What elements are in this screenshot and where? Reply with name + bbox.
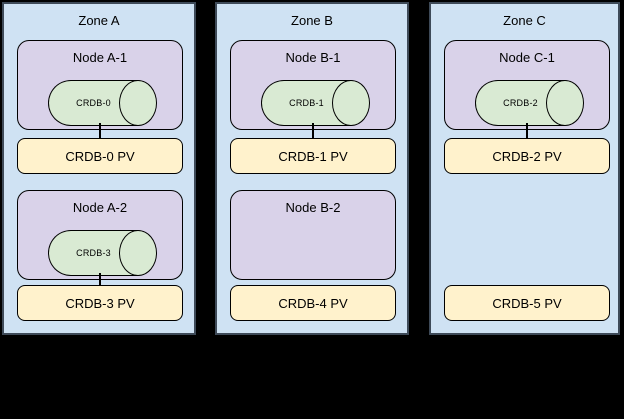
zone-b-label: Zone B [291, 13, 333, 28]
cylinder-cap [546, 80, 584, 126]
node-a-1: Node A-1 CRDB-0 [17, 40, 183, 130]
node-b-1-label: Node B-1 [285, 50, 341, 65]
zone-c: Zone C Node C-1 CRDB-2 CRDB-2 PV CRDB-5 … [429, 2, 620, 335]
pv-crdb-5: CRDB-5 PV [444, 285, 610, 321]
pv-crdb-1: CRDB-1 PV [230, 138, 396, 174]
pv-crdb-5-label: CRDB-5 PV [492, 295, 562, 311]
crdb-2-pod-cylinder: CRDB-2 [475, 80, 584, 126]
node-c-1: Node C-1 CRDB-2 [444, 40, 610, 130]
node-a-2-label: Node A-2 [72, 200, 128, 215]
pv-crdb-4-label: CRDB-4 PV [278, 295, 348, 311]
crdb-1-pod-cylinder: CRDB-1 [261, 80, 370, 126]
connector-crdb-0 [99, 123, 101, 139]
crdb-3-pod-cylinder: CRDB-3 [48, 230, 157, 276]
zone-c-label: Zone C [503, 13, 546, 28]
connector-crdb-1 [312, 123, 314, 139]
node-a-1-label: Node A-1 [72, 50, 128, 65]
node-b-2-label: Node B-2 [285, 200, 341, 215]
node-b-1: Node B-1 CRDB-1 [230, 40, 396, 130]
pv-crdb-4: CRDB-4 PV [230, 285, 396, 321]
crdb-0-pod-label: CRDB-0 [76, 98, 111, 108]
crdb-1-pod-label: CRDB-1 [289, 98, 324, 108]
node-b-2: Node B-2 [230, 190, 396, 280]
pv-crdb-3-label: CRDB-3 PV [65, 295, 135, 311]
pv-crdb-2-label: CRDB-2 PV [492, 148, 562, 164]
pv-crdb-1-label: CRDB-1 PV [278, 148, 348, 164]
cylinder-cap [332, 80, 370, 126]
crdb-3-pod-label: CRDB-3 [76, 248, 111, 258]
cylinder-cap [119, 80, 157, 126]
crdb-2-pod-label: CRDB-2 [503, 98, 538, 108]
pv-crdb-0: CRDB-0 PV [17, 138, 183, 174]
pv-crdb-3: CRDB-3 PV [17, 285, 183, 321]
pv-crdb-2: CRDB-2 PV [444, 138, 610, 174]
crdb-0-pod-cylinder: CRDB-0 [48, 80, 157, 126]
pv-crdb-0-label: CRDB-0 PV [65, 148, 135, 164]
cylinder-cap [119, 230, 157, 276]
node-c-1-label: Node C-1 [499, 50, 555, 65]
connector-crdb-3 [99, 273, 101, 286]
zone-a: Zone A Node A-1 CRDB-0 CRDB-0 PV Node A-… [2, 2, 196, 335]
node-a-2: Node A-2 CRDB-3 [17, 190, 183, 280]
zone-b: Zone B Node B-1 CRDB-1 CRDB-1 PV Node B-… [215, 2, 409, 335]
connector-crdb-2 [526, 123, 528, 139]
zone-a-label: Zone A [78, 13, 120, 28]
